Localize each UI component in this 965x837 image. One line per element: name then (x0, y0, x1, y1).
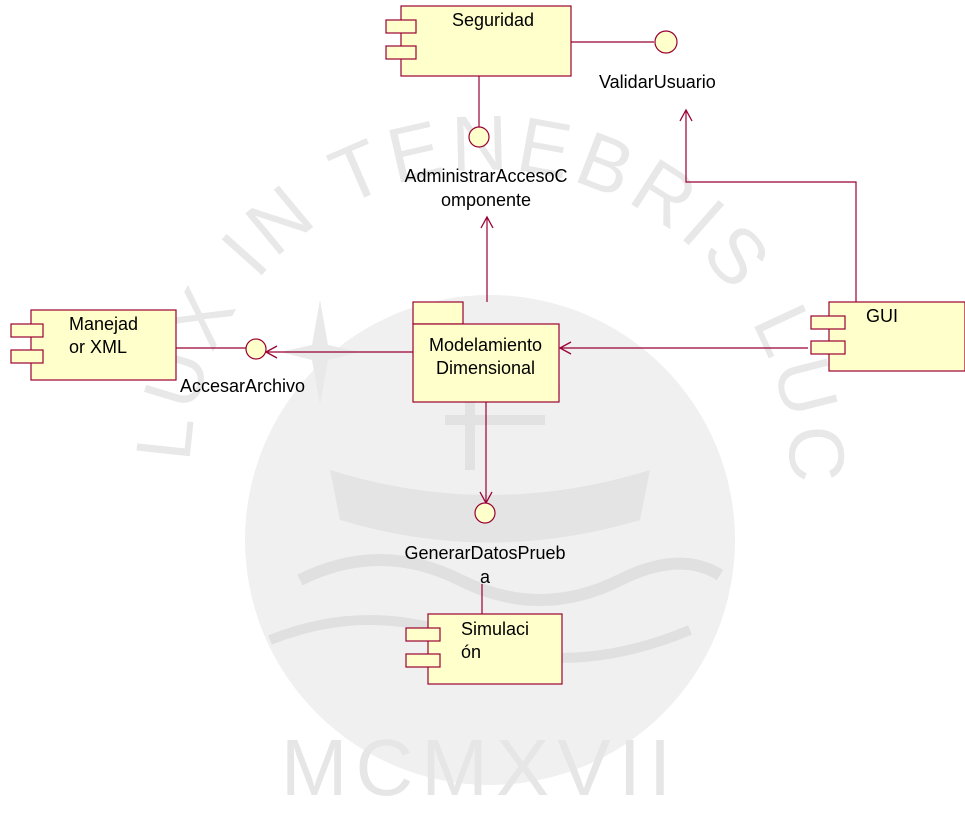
interface-circles (245, 30, 678, 524)
watermark-year: MCMXVII (281, 723, 679, 812)
package-label-line1: Modelamiento (428, 335, 543, 355)
manejador-xml-label-line1: Manejad (69, 314, 139, 334)
component-manejador-xml[interactable] (10, 309, 177, 381)
validar-usuario-label: ValidarUsuario (599, 72, 716, 92)
generar-datos-interface (474, 502, 496, 524)
simulacion-label-line2: ón (461, 642, 482, 662)
package-modelamiento-dimensional[interactable] (412, 301, 560, 403)
administrar-acceso-label-line1: AdministrarAccesoC (404, 166, 568, 186)
gui-label: GUI (866, 306, 899, 326)
generar-datos-label-line2: a (479, 567, 490, 587)
seguridad-label: Seguridad (452, 10, 535, 30)
accesar-archivo-label: AccesarArchivo (180, 376, 306, 396)
component-simulacion[interactable] (405, 613, 563, 685)
manejador-xml-label-line2: or XML (69, 337, 128, 357)
component-seguridad[interactable] (385, 5, 572, 77)
simulacion-label-line1: Simulaci (461, 619, 530, 639)
generar-datos-label-line1: GenerarDatosPrueb (404, 543, 566, 563)
administrar-acceso-label-line2: omponente (440, 190, 532, 210)
watermark-seal: ET LUX IN TENEBRIS LUCET MCMXVII (0, 0, 856, 812)
component-gui[interactable] (810, 301, 965, 372)
administrar-acceso-interface (468, 126, 490, 148)
package-label-line2: Dimensional (435, 358, 536, 378)
connectors (176, 41, 857, 614)
validar-usuario-interface (654, 30, 678, 54)
accesar-archivo-interface (245, 338, 267, 360)
